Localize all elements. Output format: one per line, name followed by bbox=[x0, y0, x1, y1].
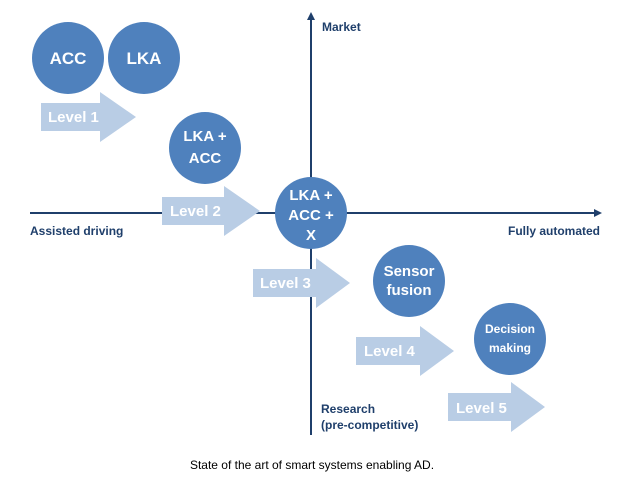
level-3-arrow: Level 3 bbox=[253, 258, 350, 308]
node-sensor-fusion-line-1: Sensor bbox=[384, 263, 435, 280]
node-lka-acc-x: LKA + ACC + X bbox=[275, 177, 347, 249]
node-lka-acc-line-1: LKA + bbox=[183, 128, 226, 145]
node-lka-acc-x-line-1: LKA + bbox=[289, 187, 332, 204]
axis-label-fully-automated: Fully automated bbox=[507, 224, 600, 238]
node-lka-acc-x-line-2: ACC + bbox=[288, 207, 334, 224]
level-4-label: Level 4 bbox=[364, 343, 416, 360]
node-decision-making-line-1: Decision bbox=[485, 322, 535, 336]
node-acc-line-1: ACC bbox=[50, 49, 87, 68]
level-2-arrow: Level 2 bbox=[162, 186, 260, 236]
level-5-arrow: Level 5 bbox=[448, 382, 545, 432]
node-decision-making: Decision making bbox=[474, 303, 546, 375]
level-4-arrow: Level 4 bbox=[356, 326, 454, 376]
level-3-label: Level 3 bbox=[260, 275, 311, 292]
axis-label-pre-competitive: (pre-competitive) bbox=[321, 418, 419, 432]
node-lka-acc-x-line-3: X bbox=[306, 227, 316, 244]
node-sensor-fusion: Sensor fusion bbox=[373, 245, 445, 317]
node-sensor-fusion-line-2: fusion bbox=[387, 282, 432, 299]
axis-label-research: Research bbox=[321, 402, 376, 416]
node-acc: ACC bbox=[32, 22, 104, 94]
node-lka-acc-line-2: ACC bbox=[189, 150, 222, 167]
node-lka-acc: LKA + ACC bbox=[169, 112, 241, 184]
level-5-label: Level 5 bbox=[456, 400, 507, 417]
level-2-label: Level 2 bbox=[170, 203, 221, 220]
node-lka: LKA bbox=[108, 22, 180, 94]
axis-label-assisted-driving: Assisted driving bbox=[30, 224, 124, 238]
level-1-arrow: Level 1 bbox=[41, 92, 136, 142]
figure-caption: State of the art of smart systems enabli… bbox=[189, 458, 435, 472]
axis-label-market: Market bbox=[322, 20, 361, 34]
node-lka-line-1: LKA bbox=[127, 49, 162, 68]
level-1-label: Level 1 bbox=[48, 109, 99, 126]
node-decision-making-line-2: making bbox=[489, 341, 531, 355]
